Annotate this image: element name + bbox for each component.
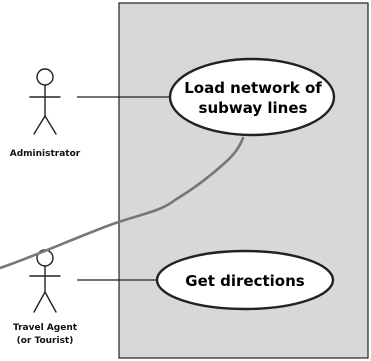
scribble-line (0, 136, 245, 270)
use-case-oval (155, 249, 335, 311)
actor-label-or-tourist: (or Tourist) (17, 336, 74, 346)
use-case-oval (168, 57, 336, 137)
actor-label-administrator: Administrator (10, 149, 81, 159)
use-case-label-line2: subway lines (199, 99, 308, 117)
use-case-label: Get directions (185, 272, 305, 290)
use-case-load-network: Load network of subway lines (168, 57, 336, 137)
actor-label-travel-agent: Travel Agent (13, 323, 78, 333)
stick-figure-icon (29, 249, 61, 313)
use-case-label-line1: Load network of (184, 79, 322, 97)
actor-administrator: Administrator (10, 68, 81, 159)
actor-travel-agent: Travel Agent (or Tourist) (13, 249, 78, 346)
stick-figure-icon (29, 68, 61, 135)
use-case-get-directions: Get directions (155, 249, 335, 311)
